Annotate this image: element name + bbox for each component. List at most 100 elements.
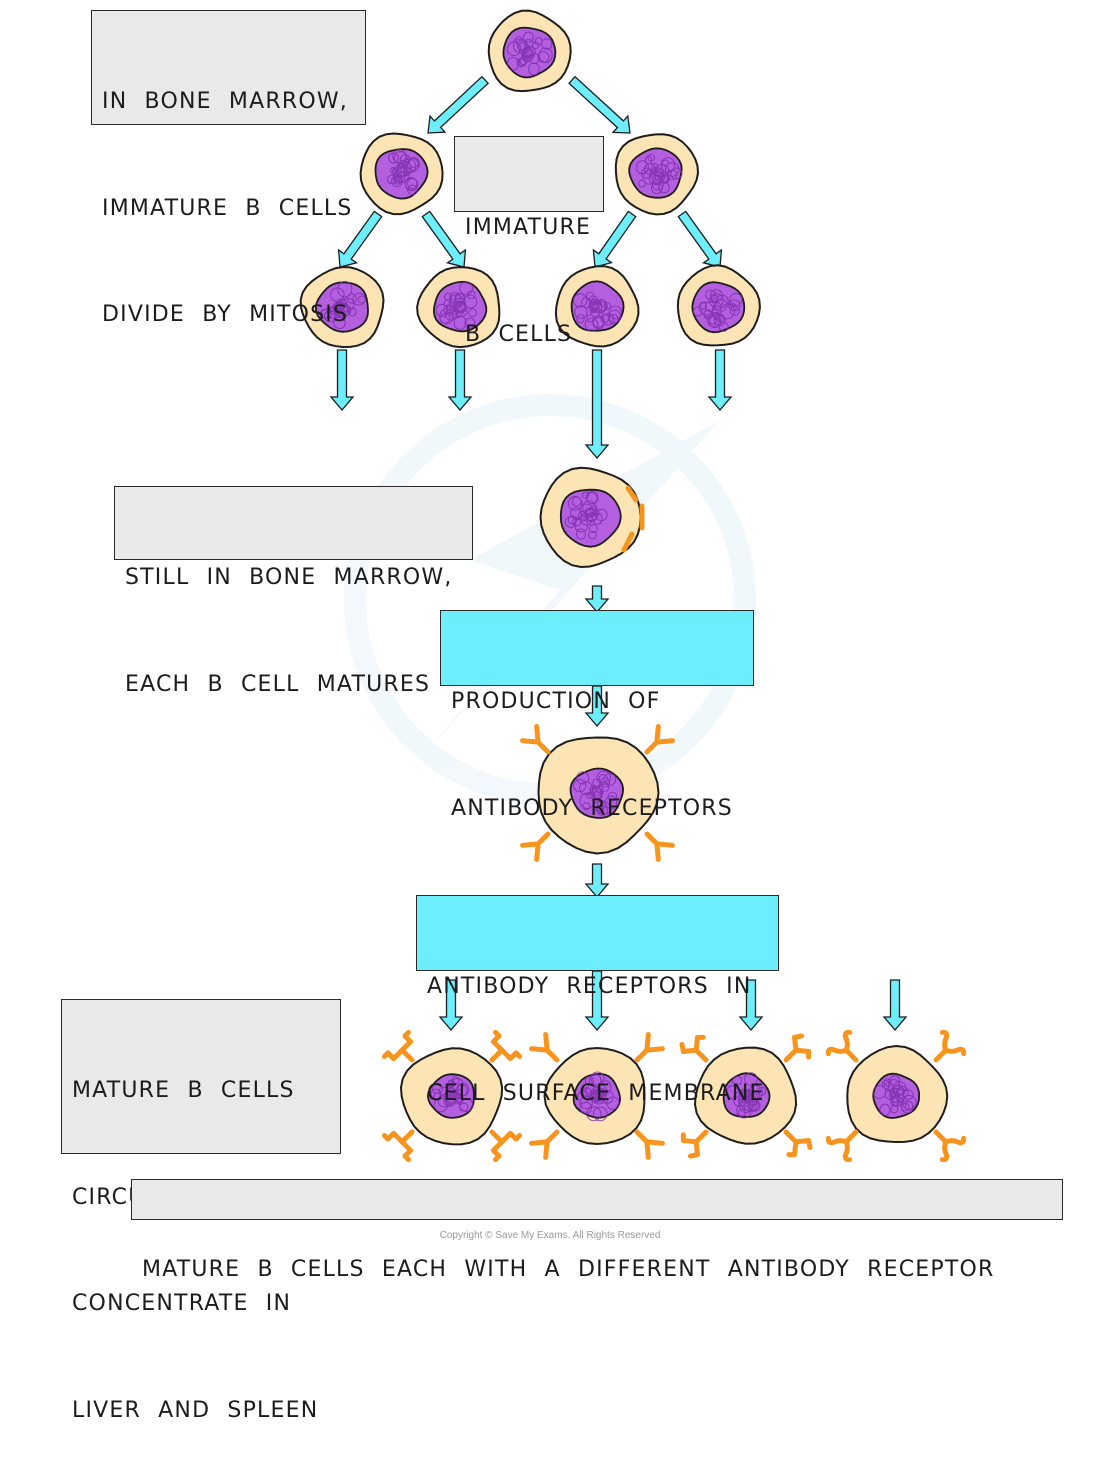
maturing-b-cell <box>539 466 645 569</box>
antibody-receptor <box>381 1129 415 1163</box>
mature-b-cell <box>825 1029 967 1163</box>
chromatin <box>692 289 743 332</box>
antibody-receptor <box>634 1032 665 1063</box>
chromatin <box>564 490 608 540</box>
antibody-receptor <box>520 724 551 755</box>
label-production-of-receptors: PRODUCTION OF ANTIBODY RECEPTORS <box>440 610 754 821</box>
arrow-shape <box>568 75 631 134</box>
label-each-b-cell-matures: STILL IN BONE MARROW, EACH B CELL MATURE… <box>114 486 473 697</box>
antibody-receptor <box>825 1029 859 1063</box>
chromatin <box>872 1075 917 1116</box>
label-line: ANTIBODY RECEPTORS IN <box>427 974 752 999</box>
arrow-to-mature-2 <box>584 970 610 1032</box>
arrow-div-2 <box>421 210 467 268</box>
arrow-mitosis-right <box>568 75 631 134</box>
chromatin <box>506 31 553 76</box>
nucleus <box>559 488 622 548</box>
label-line: EACH B CELL MATURES <box>125 671 431 697</box>
chromatin <box>573 770 618 816</box>
label-line: LIVER AND SPLEEN <box>72 1397 319 1423</box>
arrow-div-1 <box>337 210 383 268</box>
antibody-receptor <box>489 1129 523 1163</box>
antibody-receptor <box>933 1129 967 1163</box>
antibody-receptor <box>520 831 551 862</box>
chromatin <box>320 281 366 329</box>
mature-b-cell <box>679 1033 813 1159</box>
chromatin <box>577 1071 620 1122</box>
label-line: IMMATURE <box>465 215 592 240</box>
copyright-notice: Copyright © Save My Exams. All Rights Re… <box>439 1230 661 1241</box>
daughter-b-cell <box>416 266 501 349</box>
daughter-b-cell <box>554 265 640 348</box>
label-line: STILL IN BONE MARROW, <box>125 565 453 590</box>
daughter-b-cell <box>676 264 761 347</box>
arrow-div-4 <box>677 210 723 268</box>
parent-cell <box>487 9 572 93</box>
antibody-receptor <box>680 1129 709 1159</box>
arrow-shape <box>584 585 610 614</box>
arrow-div-3 <box>592 210 637 268</box>
label-line: ANTIBODY RECEPTORS <box>451 795 733 821</box>
arrow-shape <box>427 75 490 134</box>
arrow-from-production <box>584 685 610 728</box>
antibody-receptor <box>644 724 675 755</box>
chromatin <box>573 291 623 332</box>
chromatin <box>726 1072 767 1119</box>
antibody-receptor <box>783 1033 812 1063</box>
arrow-to-membrane <box>584 863 610 899</box>
mature-b-cell <box>529 1032 665 1160</box>
antibody-receptor <box>825 1129 859 1163</box>
arrow-shape <box>584 685 610 728</box>
arrow-to-mature-4 <box>882 979 908 1032</box>
arrow-mitosis-left <box>427 75 490 134</box>
label-receptors-in-membrane: ANTIBODY RECEPTORS IN CELL SURFACE MEMBR… <box>416 895 779 1106</box>
arrow-shape <box>584 970 610 1032</box>
arrow-shape <box>337 210 383 268</box>
arrow-shape <box>882 979 908 1032</box>
mature-b-cell <box>381 1029 523 1163</box>
label-line: IMMATURE B CELLS <box>102 195 353 221</box>
antibody-receptor <box>529 1032 560 1063</box>
b-cell-with-receptors <box>520 724 675 862</box>
label-immature-b-cells: IMMATURE B CELLS <box>454 136 604 347</box>
arrow-shape <box>438 979 464 1032</box>
label-line: IN BONE MARROW, <box>102 89 348 114</box>
label-circulate-liver-spleen: MATURE B CELLS CIRCULATE AND CONCENTRATE… <box>61 999 341 1423</box>
chromatin <box>435 281 478 330</box>
label-line: B CELLS <box>465 321 573 347</box>
arrow-shape <box>592 210 637 268</box>
label-different-receptors: MATURE B CELLS EACH WITH A DIFFERENT ANT… <box>131 1179 1063 1282</box>
arrow-down-3 <box>584 349 610 460</box>
arrow-to-mature-1 <box>438 979 464 1032</box>
arrow-shape <box>707 349 733 412</box>
antibody-receptor <box>679 1034 709 1063</box>
arrow-shape <box>329 349 355 412</box>
label-line: MATURE B CELLS EACH WITH A DIFFERENT ANT… <box>142 1257 995 1282</box>
arrow-shape <box>421 210 467 268</box>
arrow-to-mature-3 <box>738 979 764 1032</box>
antibody-receptor <box>933 1029 967 1063</box>
label-line: CONCENTRATE IN <box>72 1291 292 1316</box>
arrow-shape <box>447 349 473 412</box>
immature-b-cell <box>614 133 700 216</box>
cells-layer <box>299 9 967 1163</box>
arrow-down-2 <box>447 349 473 412</box>
chromatin <box>636 154 683 194</box>
endoplasmic-reticulum <box>625 485 639 503</box>
arrow-shape <box>584 349 610 460</box>
immature-b-cell <box>359 132 444 216</box>
label-line: MATURE B CELLS <box>72 1078 295 1103</box>
daughter-b-cell <box>299 265 385 349</box>
arrow-shape <box>584 863 610 899</box>
endoplasmic-reticulum <box>621 531 635 553</box>
antibody-receptor <box>783 1129 813 1158</box>
label-line: PRODUCTION OF <box>451 689 661 714</box>
arrow-down-4 <box>707 349 733 412</box>
arrow-shape <box>677 210 723 268</box>
antibody-receptor <box>529 1129 560 1160</box>
antibody-receptor <box>644 831 675 862</box>
arrow-down-1 <box>329 349 355 412</box>
antibody-receptor <box>634 1129 665 1160</box>
arrow-to-production <box>584 585 610 614</box>
arrow-shape <box>738 979 764 1032</box>
